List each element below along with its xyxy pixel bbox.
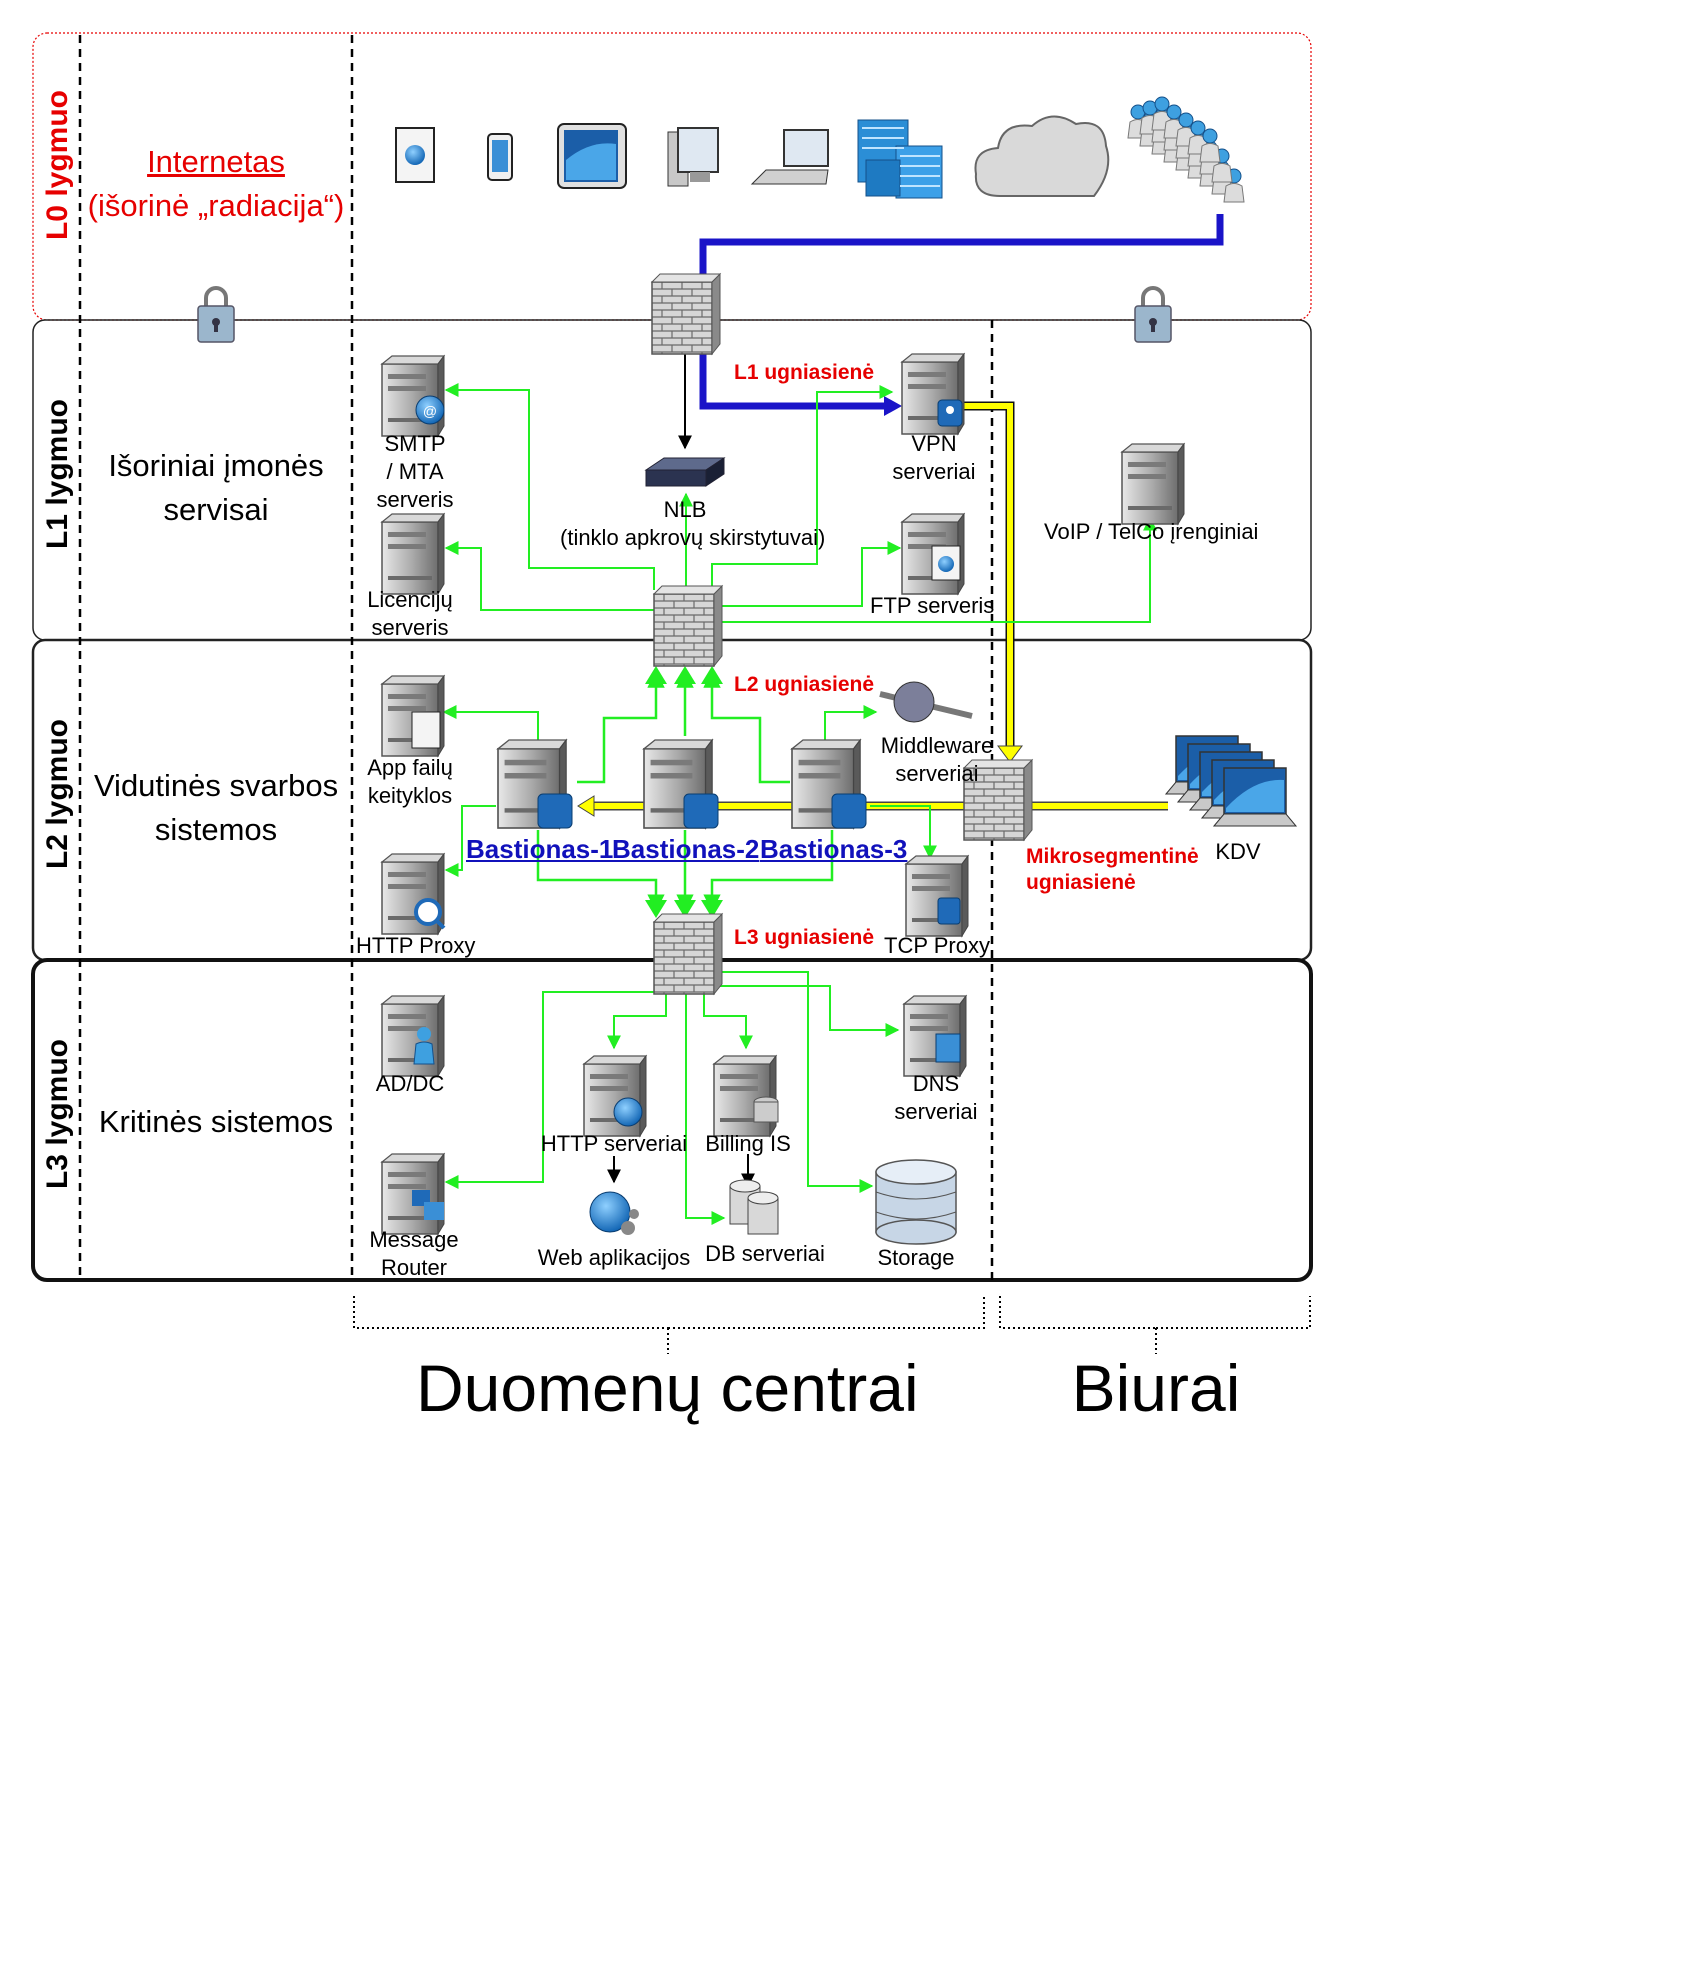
tablet-icon — [557, 123, 627, 189]
storage-label: Storage — [877, 1245, 955, 1270]
smtp-label-line2: / MTA — [386, 459, 444, 484]
http-proxy-label: HTTP Proxy — [356, 933, 476, 958]
microsegment-firewall-label-line1: Mikrosegmentinė — [1026, 845, 1199, 868]
tcp-proxy-label: TCP Proxy — [884, 933, 990, 958]
bastion-2-server-icon — [643, 739, 719, 829]
l0-level-title: L0 lygmuo — [41, 90, 74, 241]
db-servers-label: DB serveriai — [705, 1241, 825, 1266]
web-apps-icon — [589, 1191, 639, 1235]
internet-link[interactable]: Internetas — [147, 144, 285, 179]
users-group-icon — [1127, 96, 1245, 203]
smtp-label-line1: SMTP — [384, 431, 446, 456]
l2-description-line1: Vidutinės svarbos — [93, 768, 339, 803]
app-files-label-line1: App failų — [367, 755, 453, 780]
cloud-icon — [974, 115, 1110, 197]
l3-level-title: L3 lygmuo — [41, 1039, 74, 1190]
l2-description-line2: sistemos — [154, 812, 278, 847]
datacenters-label: Duomenų centrai — [416, 1351, 919, 1425]
license-server-label-line1: Licencijų — [367, 587, 453, 612]
lock-icon — [196, 286, 236, 344]
bastion-3-link[interactable]: Bastionas-3 — [760, 834, 908, 864]
web-page-icon — [395, 127, 435, 183]
office-buildings-icon — [857, 119, 943, 199]
l3-description-line1: Kritinės sistemos — [98, 1104, 334, 1139]
desktop-computer-icon — [667, 127, 719, 187]
vpn-server-icon — [901, 353, 965, 435]
svg-text:@: @ — [423, 403, 437, 419]
nlb-icon — [644, 457, 726, 487]
ftp-label: FTP serveris — [870, 593, 995, 618]
middleware-icon — [879, 681, 973, 723]
microsegment-firewall-label-line2: ugniasienė — [1026, 871, 1136, 894]
bastion-3-server-icon — [791, 739, 867, 829]
app-files-label-line2: keityklos — [367, 783, 453, 808]
l1-level-title: L1 lygmuo — [41, 399, 74, 550]
license-server-icon — [381, 513, 445, 595]
bastion-1-server-icon — [497, 739, 573, 829]
internet-description: (išorinė „radiacija“) — [87, 188, 345, 223]
web-apps-label: Web aplikacijos — [537, 1245, 691, 1270]
http-servers-icon — [583, 1055, 647, 1137]
middleware-label-line1: Middleware — [880, 733, 994, 758]
billing-server-icon — [713, 1055, 779, 1137]
l1-description-line2: servisai — [163, 492, 269, 527]
message-router-label-line2: Router — [380, 1255, 448, 1280]
smtp-server-icon: @ — [381, 355, 445, 437]
http-servers-label: HTTP serveriai — [540, 1131, 688, 1156]
storage-icon — [875, 1159, 957, 1245]
offices-label: Biurai — [1071, 1351, 1241, 1425]
dns-label-line1: DNS — [912, 1071, 960, 1096]
l1-firewall-label: L1 ugniasienė — [734, 361, 875, 384]
l2-firewall-icon — [653, 585, 723, 667]
app-file-exchange-icon — [381, 675, 445, 757]
smartphone-icon — [487, 133, 513, 181]
voip-label: VoIP / TelCo įrenginiai — [1044, 519, 1259, 544]
message-router-label-line1: Message — [369, 1227, 459, 1252]
l1-description-line1: Išoriniai įmonės — [108, 448, 324, 483]
tcp-proxy-icon — [905, 855, 969, 937]
smtp-label-line3: serveris — [376, 487, 454, 512]
ad-dc-label: AD/DC — [375, 1071, 445, 1096]
l3-firewall-icon — [653, 913, 723, 995]
bastion-2-link[interactable]: Bastionas-2 — [612, 834, 760, 864]
lock-icon — [1133, 286, 1173, 344]
l2-firewall-label: L2 ugniasienė — [734, 673, 875, 696]
ftp-server-icon — [901, 513, 965, 595]
nlb-label-line2: (tinklo apkrovų skirstytuvai) — [560, 525, 826, 550]
l2-level-title: L2 lygmuo — [41, 719, 74, 870]
license-server-label-line2: serveris — [371, 615, 449, 640]
middleware-label-line2: serveriai — [895, 761, 979, 786]
kdv-label: KDV — [1215, 839, 1261, 864]
billing-label: Billing IS — [705, 1131, 791, 1156]
laptop-icon — [750, 129, 829, 185]
l3-firewall-label: L3 ugniasienė — [734, 926, 875, 949]
message-router-icon — [381, 1153, 445, 1235]
voip-device-icon — [1121, 443, 1185, 525]
l1-firewall-icon — [651, 273, 721, 355]
kdv-laptops-icon — [1165, 735, 1297, 827]
dns-label-line2: serveriai — [894, 1099, 978, 1124]
http-proxy-icon — [381, 853, 446, 935]
dns-server-icon — [903, 995, 967, 1077]
vpn-label-line1: VPN — [911, 431, 957, 456]
db-servers-icon — [729, 1179, 779, 1235]
nlb-label-line1: NLB — [663, 497, 707, 522]
vpn-label-line2: serveriai — [892, 459, 976, 484]
bastion-1-link[interactable]: Bastionas-1 — [466, 834, 614, 864]
ad-dc-server-icon — [381, 995, 445, 1077]
